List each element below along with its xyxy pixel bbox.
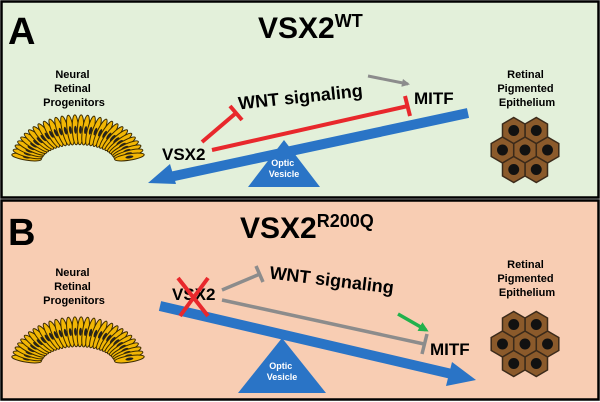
neural-retina-nucleus — [106, 334, 112, 342]
rpe-nucleus — [519, 338, 531, 350]
rpe-nucleus — [508, 358, 520, 369]
neural-retina-nucleus — [125, 155, 134, 159]
neural-retina-nucleus — [84, 126, 88, 135]
rpe-nucleus — [542, 338, 553, 350]
panel-b-lever-arrow — [158, 301, 476, 386]
neural-retina-nucleus — [74, 327, 77, 336]
panel-a-title-main: VSX2 — [258, 12, 335, 45]
panel-b-optic-vesicle-label: Optic Vesicle — [267, 361, 298, 382]
neural-retina-nucleus — [33, 341, 40, 348]
panel-a-neural-retinal-progenitors-label: Neural Retinal Progenitors — [43, 69, 105, 109]
neural-retina-nucleus — [40, 336, 47, 344]
neural-retina-nucleus — [44, 334, 50, 342]
neural-retina-nucleus — [36, 339, 43, 346]
neural-retina-nucleus — [102, 130, 107, 138]
neural-retina-nucleus — [88, 126, 93, 135]
neural-retina-nucleus — [53, 129, 59, 137]
panel-a-letter: A — [8, 11, 35, 53]
rpe-nucleus — [530, 358, 542, 369]
neural-retina-nucleus — [106, 132, 112, 140]
neural-retina-nucleus — [63, 126, 68, 135]
panel-b-title: VSX2R200Q — [240, 211, 374, 245]
panel-b: B VSX2R200Q Neural Retinal Progenitors R… — [0, 199, 600, 401]
neural-retina-nucleus — [125, 357, 134, 361]
panel-a-vsx2-represses-mitf — [211, 95, 412, 152]
rpe-nucleus — [497, 338, 508, 350]
neural-retina-nucleus — [109, 134, 116, 142]
neural-retina-nucleus — [74, 125, 77, 134]
panel-a-optic-vesicle-label: Optic Vesicle — [269, 158, 300, 179]
neural-retina-nucleus — [68, 126, 72, 135]
panel-a-neural-retina-icon — [11, 114, 145, 162]
panel-b-title-main: VSX2 — [240, 212, 317, 245]
neural-retina-nucleus — [49, 332, 54, 340]
neural-retina-nucleus — [84, 328, 88, 337]
panel-a-vsx2-represses-wnt — [200, 104, 244, 144]
panel-a-lever-arrow — [148, 108, 470, 184]
neural-retina-nucleus — [113, 137, 120, 144]
panel-b-rpe-icon — [490, 310, 560, 378]
neural-retina-nucleus — [33, 139, 40, 146]
panel-b-wnt-activates-mitf — [397, 312, 429, 332]
rpe-nucleus — [530, 125, 542, 136]
neural-retina-nucleus — [36, 137, 43, 144]
panel-b-neural-retina-icon — [11, 316, 145, 364]
neural-retina-nucleus — [109, 336, 116, 344]
neural-retina-nucleus — [79, 125, 82, 134]
neural-retina-nucleus — [49, 130, 54, 138]
rpe-nucleus — [542, 144, 553, 156]
panel-b-vsx2-cross — [176, 276, 210, 318]
panel-b-mitf-label: MITF — [430, 340, 470, 359]
neural-retina-nucleus — [93, 127, 98, 136]
panel-b-letter: B — [8, 212, 35, 254]
panel-a-optic-vesicle-fulcrum — [248, 140, 320, 187]
rpe-nucleus — [530, 164, 542, 175]
neural-retina-nucleus — [40, 134, 47, 142]
neural-retina-nucleus — [93, 329, 98, 338]
panel-b-vsx2-represses-mitf-inactive — [221, 298, 429, 355]
neural-retina-nucleus — [102, 332, 107, 340]
neural-retina-nucleus — [53, 331, 59, 339]
rpe-nucleus — [508, 319, 520, 330]
panel-b-neural-retinal-progenitors-label: Neural Retinal Progenitors — [43, 267, 105, 307]
neural-retina-nucleus — [97, 331, 103, 339]
neural-retina-nucleus — [97, 129, 103, 137]
neural-retina-nucleus — [58, 329, 63, 338]
neural-retina-nucleus — [44, 132, 50, 140]
panel-b-optic-vesicle-fulcrum — [238, 338, 326, 393]
panel-b-vsx2-represses-wnt-inactive — [221, 265, 265, 292]
neural-retina-nucleus — [58, 127, 63, 136]
rpe-nucleus — [508, 125, 520, 136]
neural-retina-nucleus — [63, 328, 68, 337]
neural-retina-nucleus — [68, 328, 72, 337]
panel-b-rpe-label: Retinal Pigmented Epithelium — [497, 259, 556, 299]
panel-a-rpe-label: Retinal Pigmented Epithelium — [497, 69, 556, 109]
rpe-nucleus — [497, 144, 508, 156]
rpe-nucleus — [530, 319, 542, 330]
panel-a-title-superscript: WT — [335, 11, 363, 31]
panel-a-vsx2-label: VSX2 — [162, 145, 205, 164]
neural-retina-nucleus — [113, 339, 120, 346]
panel-a-title: VSX2WT — [258, 11, 363, 45]
panel-a-mitf-label: MITF — [414, 89, 454, 108]
rpe-nucleus — [519, 144, 531, 156]
neural-retina-nucleus — [79, 327, 82, 336]
neural-retina-nucleus — [88, 328, 93, 337]
rpe-nucleus — [508, 164, 520, 175]
panel-a-wnt-activates-mitf — [367, 74, 410, 87]
panel-a: A VSX2WT Neural Retinal Progenitors Reti… — [0, 0, 600, 199]
panel-a-rpe-icon — [490, 116, 560, 184]
panel-b-title-superscript: R200Q — [317, 211, 374, 231]
